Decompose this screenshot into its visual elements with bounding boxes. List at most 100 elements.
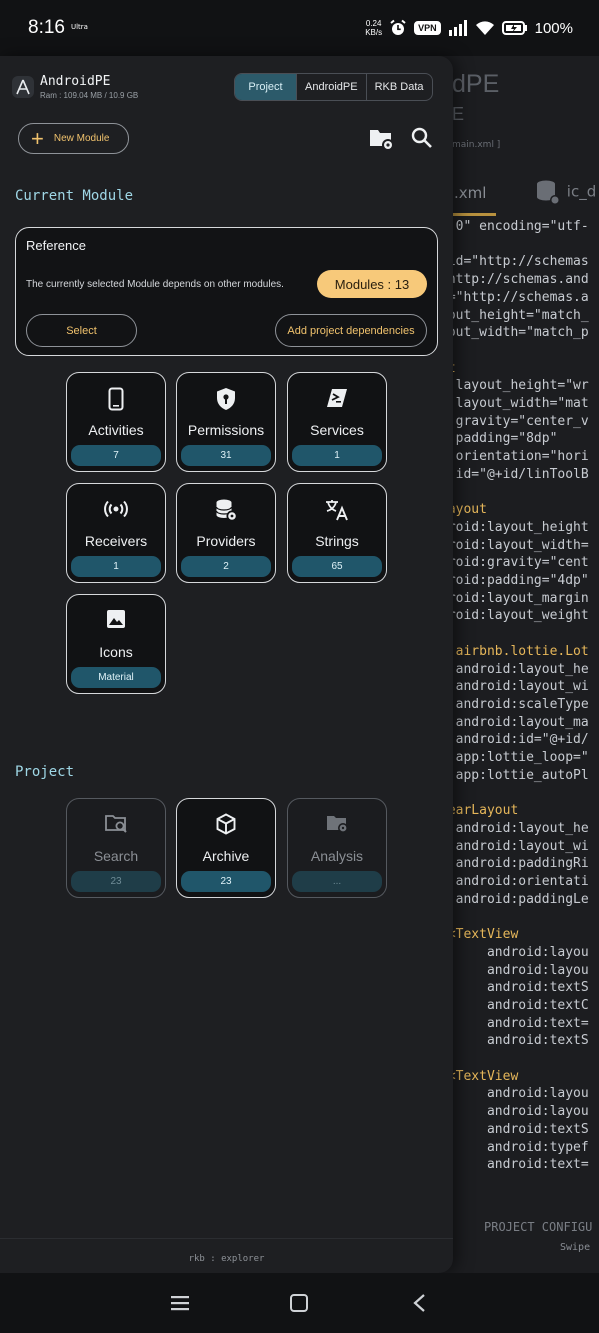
image-icon — [67, 609, 165, 633]
tile-label: Permissions — [187, 422, 265, 438]
code-line: android:layou — [440, 1104, 589, 1120]
shield-icon — [177, 387, 275, 411]
code-line: android:layou — [440, 944, 589, 960]
editor-path: main.xml ] — [452, 140, 501, 150]
segment-rkb-data[interactable]: RKB Data — [365, 74, 432, 100]
tile-label: Providers — [196, 533, 256, 549]
tile-count: 1 — [71, 556, 161, 577]
back-chevron-icon — [413, 1294, 425, 1312]
tile-archive[interactable]: Archive 23 — [176, 798, 276, 898]
app-logo-icon — [12, 76, 34, 98]
new-module-label: New Module — [53, 133, 110, 144]
new-module-button[interactable]: + New Module — [18, 123, 129, 154]
code-line — [440, 785, 599, 803]
tile-analysis[interactable]: Analysis ... — [287, 798, 387, 898]
system-nav-bar — [0, 1273, 599, 1333]
segment-project[interactable]: Project — [235, 74, 296, 100]
editor-title: dPE — [452, 70, 500, 98]
code-line: d:gravity="center_v — [440, 413, 589, 429]
navigation-drawer: AndroidPE Ram : 109.04 MB / 10.9 GB Proj… — [0, 56, 453, 1273]
code-line: android:typef — [440, 1139, 589, 1155]
code-line: app:lottie_loop=" — [440, 750, 589, 766]
code-line: yout_height="match_ — [440, 307, 589, 323]
back-button[interactable] — [399, 1283, 439, 1323]
code-line: android:textS — [440, 980, 589, 996]
wifi-icon — [475, 21, 494, 35]
reference-title: Reference — [26, 238, 86, 253]
tile-label: Archive — [202, 848, 250, 864]
tile-label: Strings — [315, 533, 359, 549]
battery-icon — [501, 21, 527, 35]
tile-count: Material — [71, 667, 161, 688]
reference-card: Reference The currently selected Module … — [15, 227, 438, 356]
editor-tab-other[interactable]: ic_d — [534, 178, 596, 206]
tile-receivers[interactable]: Receivers 1 — [66, 483, 166, 583]
current-module-title: Current Module — [15, 188, 134, 204]
code-line: d:padding="8dp" — [440, 431, 558, 447]
tile-label: Analysis — [310, 848, 364, 864]
tile-permissions[interactable]: Permissions 31 — [176, 372, 276, 472]
select-button[interactable]: Select — [26, 314, 137, 347]
code-line: android:textS — [440, 1033, 589, 1049]
app-title: AndroidPE — [40, 74, 111, 89]
code-line: android:layou — [440, 962, 589, 978]
editor-tab-other-label: ic_d — [566, 182, 597, 201]
segment-control: Project AndroidPE RKB Data — [234, 73, 433, 101]
code-line: android:scaleType — [440, 696, 589, 712]
folder-search-icon — [67, 813, 165, 837]
code-line: android:textC — [440, 997, 589, 1013]
tile-count: 31 — [181, 445, 271, 466]
tile-label: Search — [93, 848, 139, 864]
status-time: 8:16 — [28, 17, 65, 38]
code-line: ut — [440, 360, 599, 378]
recents-button[interactable] — [160, 1283, 200, 1323]
code-line: android:layout_he — [440, 661, 589, 677]
network-speed: 0.24 KB/s — [365, 19, 382, 37]
editor-tab-active[interactable]: .xml — [454, 184, 487, 202]
cube-icon — [177, 813, 275, 837]
add-dependencies-button[interactable]: Add project dependencies — [275, 314, 427, 347]
code-line: android:layout_he — [440, 820, 589, 836]
home-button[interactable] — [279, 1283, 319, 1323]
database-gear-icon — [537, 180, 560, 205]
app-name-block: AndroidPE Ram : 109.04 MB / 10.9 GB — [40, 74, 138, 100]
segment-androidpe[interactable]: AndroidPE — [296, 74, 366, 100]
alarm-icon — [390, 19, 406, 35]
code-line — [440, 625, 599, 643]
home-square-icon — [290, 1294, 309, 1312]
tile-search[interactable]: Search 23 — [66, 798, 166, 898]
tile-count: 65 — [292, 556, 382, 577]
editor-tab-indicator — [450, 213, 496, 216]
code-line: d:orientation="hori — [440, 449, 589, 465]
phone-icon — [67, 387, 165, 411]
folder-settings-icon[interactable] — [368, 126, 396, 156]
tile-count: ... — [292, 871, 382, 892]
app-header: AndroidPE Ram : 109.04 MB / 10.9 GB — [12, 74, 138, 100]
project-title: Project — [15, 764, 75, 780]
tile-activities[interactable]: Activities 7 — [66, 372, 166, 472]
code-line: d:id="@+id/linToolB — [440, 466, 589, 482]
tile-providers[interactable]: Providers 2 — [176, 483, 276, 583]
tile-icons[interactable]: Icons Material — [66, 594, 166, 694]
code-line — [440, 484, 599, 502]
broadcast-icon — [67, 498, 165, 522]
search-icon[interactable] — [410, 126, 434, 154]
code-line: droid:layout_width= — [440, 537, 589, 553]
code-line: yout_width="match_p — [440, 325, 589, 341]
code-line: android:paddingRi — [440, 856, 589, 872]
tile-strings[interactable]: Strings 65 — [287, 483, 387, 583]
tile-count: 2 — [181, 556, 271, 577]
tile-services[interactable]: Services 1 — [287, 372, 387, 472]
modules-badge[interactable]: Modules : 13 — [317, 270, 427, 298]
code-line: android:textS — [440, 1121, 589, 1137]
tile-count: 23 — [181, 871, 271, 892]
code-line: droid:layout_margin — [440, 590, 589, 606]
editor-subtitle: E — [452, 104, 465, 124]
code-line: android:layout_ma — [440, 714, 589, 730]
code-line: nearLayout — [440, 803, 519, 819]
code-line: android:text= — [440, 1015, 589, 1031]
code-line: droid:layout_weight — [440, 608, 589, 624]
editor-code: l.0" encoding="utf- oid="http://schemas"… — [440, 218, 599, 1174]
menu-icon — [170, 1296, 189, 1311]
